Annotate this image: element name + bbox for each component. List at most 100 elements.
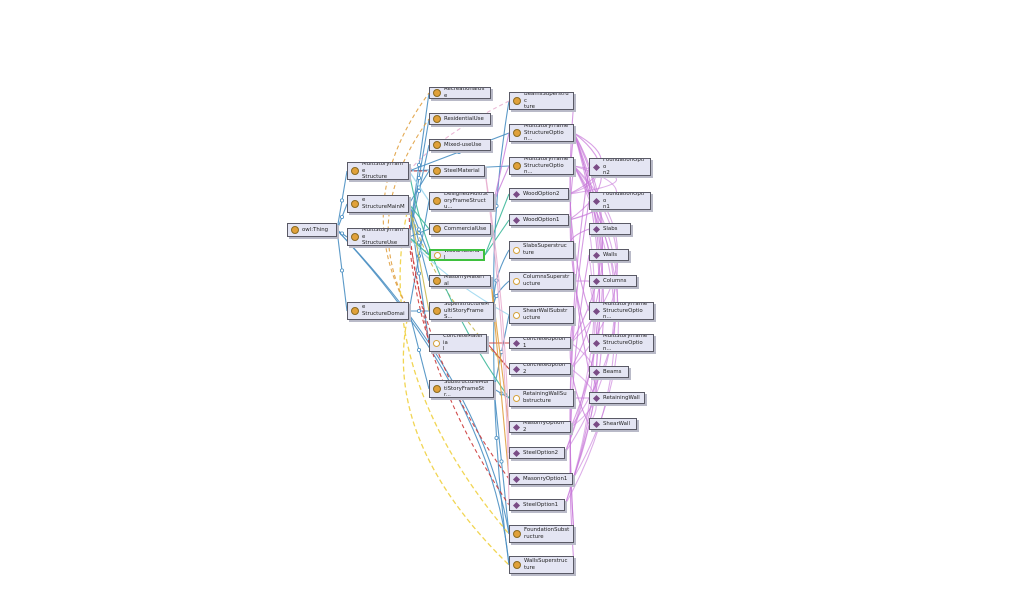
graph-node-slabssup[interactable]: SlabsSuperstruc ture <box>509 241 574 259</box>
class-circle-icon <box>433 167 441 175</box>
node-label: ColumnsSuperstr ucture <box>523 274 570 287</box>
graph-edge-71 <box>408 203 430 230</box>
edge-arrow-marker <box>416 227 421 232</box>
node-label: MasonryOption1 <box>523 475 568 482</box>
graph-node-imsfso1[interactable]: MultiStoryFrame StructureOption... <box>589 302 654 320</box>
node-label: Slabs <box>603 225 618 232</box>
graph-node-concmat[interactable]: ConcreteMateria l <box>429 334 487 352</box>
individual-diamond-icon <box>592 277 601 285</box>
node-label: MultiStoryFrame StructureOption... <box>603 302 648 320</box>
class-circle-icon <box>433 115 441 123</box>
graph-node-concopt1[interactable]: ConcreteOption1 <box>509 337 571 349</box>
graph-node-comuse[interactable]: CommercialUse <box>429 223 491 235</box>
graph-edge-84 <box>493 132 510 202</box>
graph-node-masmat[interactable]: MasonryMaterial <box>429 275 491 287</box>
graph-edge-63 <box>402 310 510 566</box>
defined-class-circle-icon <box>513 246 520 254</box>
graph-node-imsfso2[interactable]: MultiStoryFrame StructureOption... <box>589 334 654 352</box>
class-circle-icon <box>433 307 441 315</box>
graph-node-retsub[interactable]: RetainingWallSu bstructure <box>509 389 574 407</box>
graph-node-beams[interactable]: Beams <box>589 366 629 378</box>
graph-node-woodopt2[interactable]: WoodOption2 <box>509 188 569 200</box>
node-label: WoodOption2 <box>523 190 560 197</box>
class-circle-icon <box>433 197 441 205</box>
graph-node-concopt2[interactable]: ConcreteOption2 <box>509 363 571 375</box>
node-label: MultiStoryFrame Structure <box>362 162 403 180</box>
graph-node-walls[interactable]: Walls <box>589 249 629 261</box>
individual-diamond-icon <box>592 368 601 376</box>
graph-node-msfs[interactable]: MultiStoryFrame Structure <box>347 162 409 180</box>
graph-node-masopt2[interactable]: MasonryOption2 <box>509 421 571 433</box>
graph-node-retwall[interactable]: RetainingWall <box>589 392 645 404</box>
graph-node-masopt1[interactable]: MasonryOption1 <box>509 473 573 485</box>
graph-node-steelopt2[interactable]: SteelOption2 <box>509 447 565 459</box>
node-label: RetainingWall <box>603 394 640 401</box>
node-label: WallsSuperstruc ture <box>524 558 568 571</box>
graph-node-woodopt1[interactable]: WoodOption1 <box>509 214 569 226</box>
edge-arrow-marker <box>416 347 421 352</box>
individual-diamond-icon <box>512 501 521 509</box>
graph-node-msfsd[interactable]: MultiStoryFrame StructureDomain <box>347 302 409 320</box>
graph-edge-74 <box>408 203 430 312</box>
graph-node-colssup[interactable]: ColumnsSuperstr ucture <box>509 272 574 290</box>
defined-class-circle-icon <box>433 339 440 347</box>
defined-class-circle-icon <box>513 311 520 319</box>
class-circle-icon <box>351 200 359 208</box>
individual-diamond-icon <box>512 216 521 224</box>
node-label: DesignedMultiSt oryFrameStructu... <box>444 192 489 210</box>
graph-node-beamssup[interactable]: BeamsSuperstruc ture <box>509 92 574 110</box>
graph-edge-61 <box>387 118 430 312</box>
graph-node-fopt1[interactable]: FoundationOptio n1 <box>589 192 651 210</box>
graph-node-foundsub[interactable]: FoundationSubst ructure <box>509 525 574 543</box>
graph-node-submsf[interactable]: SubstructureMul tiStoryFrameStr... <box>429 380 494 398</box>
individual-diamond-icon <box>592 339 601 347</box>
graph-node-shearwall[interactable]: ShearWall <box>589 418 637 430</box>
graph-node-mixuse[interactable]: Mixed-useUse <box>429 139 491 151</box>
edge-arrow-marker <box>416 308 421 313</box>
node-label: Columns <box>603 277 627 284</box>
graph-node-shearsub[interactable]: ShearWallSubstr ucture <box>509 306 574 324</box>
node-label: MultiStoryFrame StructureOption... <box>524 124 569 142</box>
edge-arrow-marker <box>494 435 499 440</box>
node-label: CommercialUse <box>444 225 487 232</box>
node-label: MasonryMaterial <box>444 275 484 287</box>
graph-node-wallssup[interactable]: WallsSuperstruc ture <box>509 556 574 574</box>
node-label: WoodOption1 <box>523 216 560 223</box>
individual-diamond-icon <box>592 394 601 402</box>
class-circle-icon <box>351 233 359 241</box>
graph-node-msfso1[interactable]: MultiStoryFrame StructureOption... <box>509 124 574 142</box>
graph-node-msfsu[interactable]: MultiStoryFrame StructureUse <box>347 228 409 246</box>
node-label: ConcreteOption1 <box>523 337 566 349</box>
node-label: MultiStoryFrame StructureDomain <box>362 303 405 319</box>
graph-edge-64 <box>399 203 510 535</box>
graph-node-msfsm[interactable]: MultiStoryFrame StructureMainMa... <box>347 195 409 213</box>
node-label: MultiStoryFrame StructureMainMa... <box>362 196 405 212</box>
graph-edge-77 <box>484 219 510 256</box>
graph-node-resuse[interactable]: ResidentialUse <box>429 113 491 125</box>
individual-diamond-icon <box>512 190 521 198</box>
graph-node-designed[interactable]: DesignedMultiSt oryFrameStructu... <box>429 192 494 210</box>
graph-node-slabs[interactable]: Slabs <box>589 223 631 235</box>
class-circle-icon <box>433 225 441 233</box>
graph-node-fopt2[interactable]: FoundationOptio n2 <box>589 158 651 176</box>
class-circle-icon <box>433 141 441 149</box>
graph-node-supermsf[interactable]: SuperstructureM ultiStoryFrameS... <box>429 302 494 320</box>
node-label: MasonryOption2 <box>523 421 564 433</box>
graph-node-woodmat[interactable]: WoodMaterial <box>429 249 485 261</box>
graph-node-steelmat[interactable]: SteelMaterial <box>429 165 485 177</box>
graph-node-columns[interactable]: Columns <box>589 275 637 287</box>
individual-diamond-icon <box>592 163 601 171</box>
graph-node-recuse[interactable]: RecreationalUse <box>429 87 491 99</box>
individual-diamond-icon <box>592 197 601 205</box>
class-circle-icon <box>433 89 441 97</box>
graph-node-steelopt1[interactable]: SteelOption1 <box>509 499 565 511</box>
graph-node-msfso2[interactable]: MultiStoryFrame StructureOption... <box>509 157 574 175</box>
individual-diamond-icon <box>512 423 521 431</box>
edge-arrow-marker <box>339 214 344 219</box>
graph-edge-45 <box>569 254 590 566</box>
edge-arrow-marker <box>499 459 504 464</box>
node-label: Mixed-useUse <box>444 141 482 148</box>
graph-node-thing[interactable]: owl:Thing <box>287 223 337 237</box>
node-label: RetainingWallSu bstructure <box>523 391 567 404</box>
